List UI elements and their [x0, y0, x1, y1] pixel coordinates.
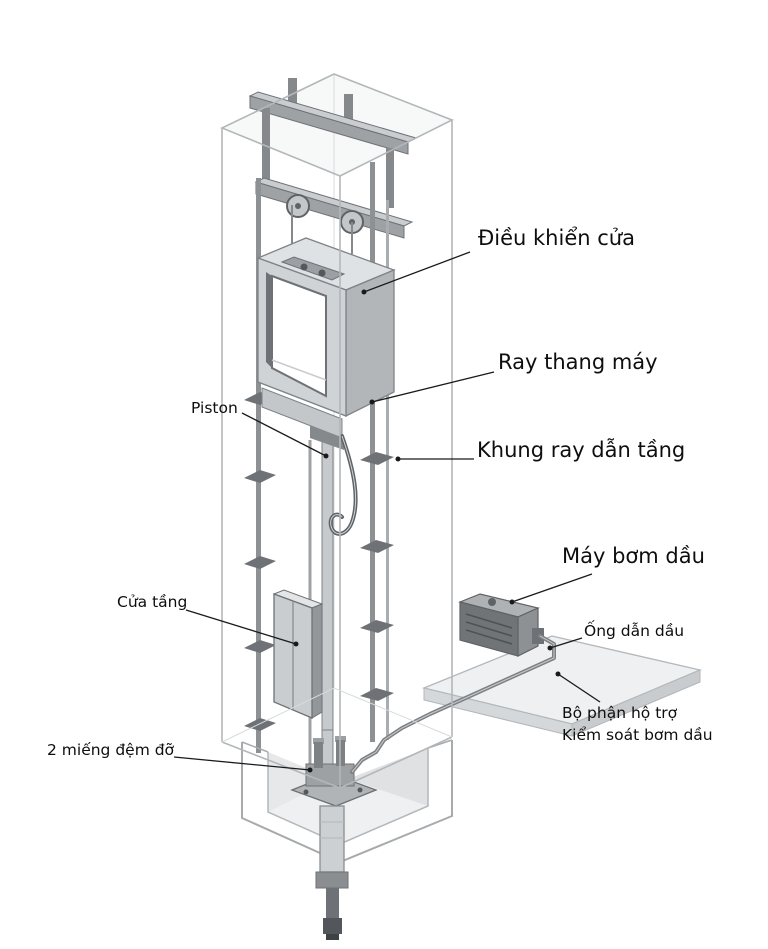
leader-piston [241, 412, 327, 457]
leader-elevator-rail [371, 371, 495, 403]
label-oil-pump: Máy bơm dầu [562, 544, 705, 568]
leader-oil-pump [511, 573, 593, 603]
guide-rail-right [370, 162, 389, 742]
leader-landing-door [185, 609, 297, 645]
label-piston: Piston [191, 399, 238, 417]
label-landing-door: Cửa tầng [117, 593, 188, 611]
label-elevator-rail: Ray thang máy [498, 350, 658, 374]
leader-support-pads [173, 756, 311, 771]
leader-oil-pipe [549, 637, 583, 649]
top-beam-upper [248, 78, 418, 155]
piston-base-assembly [290, 729, 378, 940]
label-floor-guide-frame: Khung ray dẫn tầng [477, 438, 686, 462]
door-operator [280, 256, 346, 281]
oil-pump-unit [458, 593, 544, 657]
landing-door [272, 589, 324, 719]
guide-rail-left [256, 178, 261, 753]
door-jamb [266, 272, 272, 368]
leader-lines [173, 251, 601, 773]
oil-pipe [350, 634, 556, 774]
leader-support-unit [557, 673, 601, 703]
label-oil-pipe: Ống dẫn dầu [584, 622, 685, 640]
elevator-car [256, 237, 396, 450]
travelling-cable [328, 434, 358, 536]
label-support-unit-line2: Kiểm soát bơm dầu [562, 726, 713, 745]
car-door-opening [271, 274, 327, 398]
label-support-unit-line1: Bộ phận hộ trợ [562, 704, 678, 722]
leader-door-controller [363, 251, 471, 293]
ram-mount [310, 426, 344, 450]
hoistway-shaft-edges [220, 73, 454, 789]
label-support-unit: Bộ phận hộ trợ Kiểm soát bơm dầu [562, 702, 713, 747]
label-support-pads: 2 miếng đệm đỡ [47, 741, 175, 759]
label-door-controller: Điều khiển cửa [478, 226, 635, 250]
jack-cylinder [315, 805, 349, 940]
